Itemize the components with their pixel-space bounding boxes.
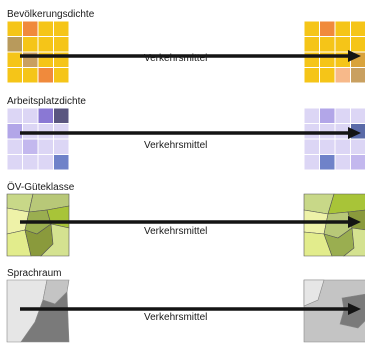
grid-cell (350, 36, 365, 53)
grid-cell (319, 67, 336, 84)
grid-cell (334, 154, 351, 171)
arrow-label: Verkehrsmittel (144, 312, 208, 323)
grid-cell (6, 154, 23, 171)
grid-cell (53, 154, 70, 171)
row-title: Arbeitsplatzdichte (7, 96, 86, 107)
grid-cell (334, 36, 351, 53)
grid-cell (6, 36, 23, 53)
grid-cell (319, 20, 336, 37)
grid-cell (6, 20, 23, 37)
row-oev-gueteklasse: ÖV-Güteklasse Verkehrsmittel (0, 182, 365, 267)
grid-cell (350, 107, 365, 124)
grid-cell (303, 154, 320, 171)
row-title: Bevölkerungsdichte (7, 9, 95, 20)
left-region-map (6, 279, 70, 343)
row-sprachraum: Sprachraum Verkehrsmittel (0, 268, 365, 348)
region (303, 279, 325, 307)
left-grid (6, 20, 70, 84)
right-grid (303, 107, 365, 171)
left-grid (6, 107, 70, 171)
grid-cell (53, 36, 70, 53)
arrow-head (348, 216, 361, 228)
grid-cell (350, 154, 365, 171)
grid-cell (37, 36, 54, 53)
grid-cell (350, 20, 365, 37)
arrow-head (348, 50, 361, 62)
left-polygon-map (6, 193, 70, 257)
arrow-head (348, 303, 361, 315)
row-title: ÖV-Güteklasse (7, 182, 75, 193)
grid-cell (37, 67, 54, 84)
grid-cell (334, 138, 351, 155)
grid-cell (319, 107, 336, 124)
grid-cell (334, 67, 351, 84)
grid-cell (53, 138, 70, 155)
grid-cell (303, 67, 320, 84)
right-polygon-map (303, 193, 365, 257)
grid-cell (37, 107, 54, 124)
diagram-panel (6, 279, 365, 343)
grid-cell (22, 154, 39, 171)
grid-cell (22, 36, 39, 53)
row-title: Sprachraum (7, 268, 62, 279)
grid-cell (350, 67, 365, 84)
grid-cell (303, 36, 320, 53)
grid-cell (334, 20, 351, 37)
grid-cell (22, 20, 39, 37)
arrow-head (348, 127, 361, 139)
row-bevoelkerungsdichte: Bevölkerungsdichte Verkehrsmittel (0, 9, 365, 94)
grid-cell (53, 107, 70, 124)
grid-cell (22, 67, 39, 84)
grid-cell (22, 107, 39, 124)
grid-cell (37, 20, 54, 37)
grid-cell (303, 138, 320, 155)
grid-cell (319, 154, 336, 171)
grid-cell (334, 107, 351, 124)
row-arbeitsplatzdichte: Arbeitsplatzdichte Verkehrsmittel (0, 96, 365, 181)
right-grid (303, 20, 365, 84)
grid-cell (319, 36, 336, 53)
grid-cell (37, 138, 54, 155)
grid-cell (303, 20, 320, 37)
grid-cell (303, 107, 320, 124)
diagram-panel (6, 20, 365, 84)
grid-cell (6, 138, 23, 155)
arrow-label: Verkehrsmittel (144, 53, 208, 64)
zone (343, 227, 365, 257)
arrow-label: Verkehrsmittel (144, 226, 208, 237)
region (20, 291, 70, 343)
grid-cell (6, 107, 23, 124)
grid-cell (350, 138, 365, 155)
diagram-panel (6, 107, 365, 171)
diagram-panel (6, 193, 365, 257)
grid-cell (37, 154, 54, 171)
grid-cell (6, 67, 23, 84)
arrow-label: Verkehrsmittel (144, 140, 208, 151)
zone (40, 223, 70, 257)
right-region-map (303, 279, 365, 343)
grid-cell (53, 67, 70, 84)
grid-cell (22, 138, 39, 155)
grid-cell (53, 20, 70, 37)
grid-cell (319, 138, 336, 155)
